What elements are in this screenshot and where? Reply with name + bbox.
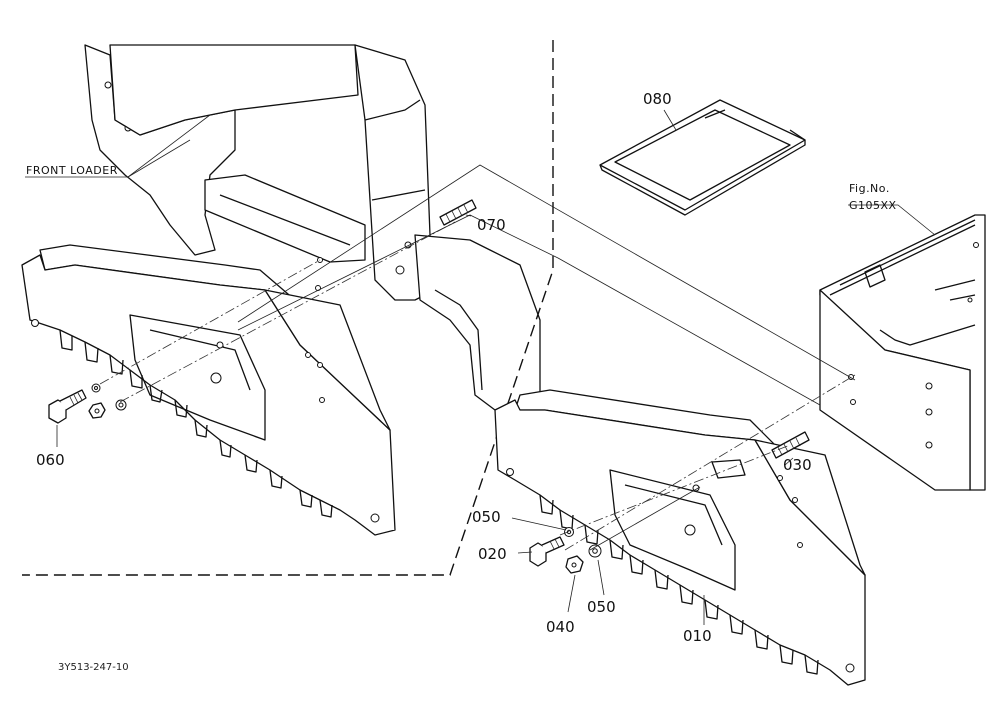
part-label-020: 020	[478, 545, 507, 563]
assembly-lines	[99, 164, 856, 551]
right-fasteners	[529, 431, 810, 574]
part-label-040: 040	[546, 618, 575, 636]
stud-070	[439, 199, 477, 226]
fig-no-label: Fig.No.	[849, 182, 890, 195]
part-label-050-upper: 050	[472, 508, 501, 526]
part-label-010: 010	[683, 627, 712, 645]
dashed-boundary	[22, 40, 554, 576]
part-label-080: 080	[643, 90, 672, 108]
front-loader-label: FRONT LOADER	[26, 164, 118, 177]
part-label-070: 070	[477, 216, 506, 234]
left-frame-drawing	[21, 244, 396, 536]
front-loader-drawing	[84, 44, 541, 411]
fig-ref-label: G105XX	[849, 199, 897, 212]
reference-code: 3Y513-247-10	[58, 662, 129, 673]
part-label-050-lower: 050	[587, 598, 616, 616]
tractor-frame-drawing	[819, 214, 986, 491]
part-label-060: 060	[36, 451, 65, 469]
leader-lines	[56, 109, 794, 625]
manual-drawing	[599, 99, 806, 216]
part-label-030: 030	[783, 456, 812, 474]
right-frame-drawing	[494, 389, 866, 686]
